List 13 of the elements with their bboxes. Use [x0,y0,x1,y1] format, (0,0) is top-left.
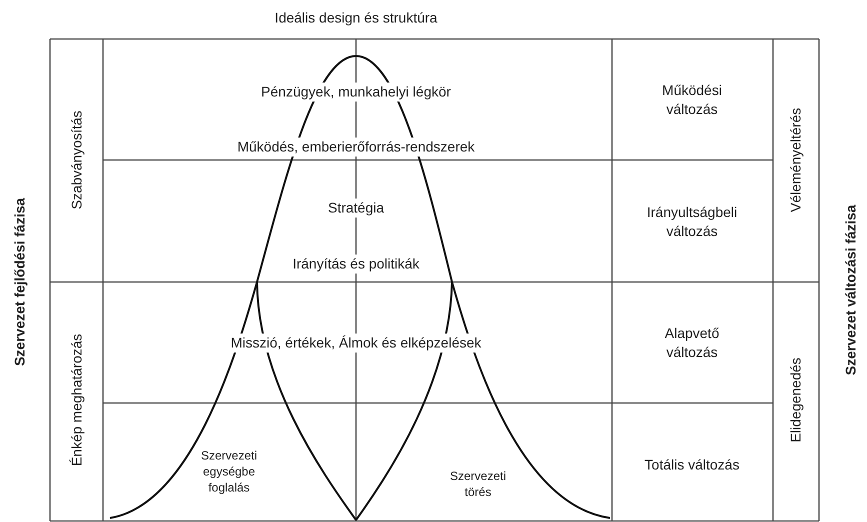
column-label: Énkép meghatározás [68,334,86,466]
column-label: Véleményeltérés [786,108,805,212]
axis-heading: Szervezet fejlődési fázisa [10,198,29,366]
row-label: Totális változás [644,456,740,474]
row-label: Alapvető változás [664,324,720,362]
row-label: Irányultságbeli változás [646,203,738,241]
diagram-title: Ideális design és struktúra [274,8,438,28]
column-label: Szabványosítás [68,110,86,210]
region-label: Szervezeti egységbe foglalás [200,448,258,496]
row-label: Működési változás [661,81,723,119]
region-label: Szervezeti törés [448,468,508,500]
column-label: Elidegenedés [786,358,805,442]
axis-heading: Szervezet változási fázisa [842,204,860,376]
